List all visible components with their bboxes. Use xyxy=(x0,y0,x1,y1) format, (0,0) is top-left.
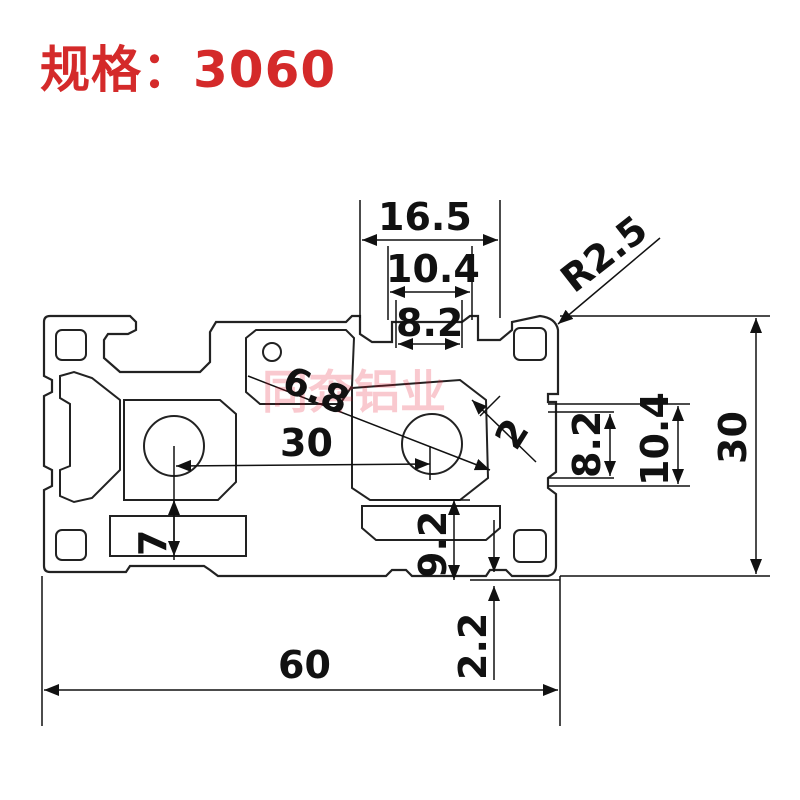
spec-title: 规格：3060 xyxy=(40,41,337,99)
center-bore-right xyxy=(401,413,463,475)
dim-flange-thickness: 2.2 xyxy=(451,613,495,680)
corner-hole-bl xyxy=(55,529,87,561)
dim-height: 30 xyxy=(711,411,755,464)
left-open-pocket xyxy=(59,370,121,504)
dim-slot-depth: 9.2 xyxy=(411,511,455,578)
dimension-lines xyxy=(41,200,770,726)
dim-side-slot-inner: 8.2 xyxy=(565,411,609,478)
dim-width: 60 xyxy=(278,643,331,687)
corner-hole-tl xyxy=(55,329,87,361)
dim-center-distance: 30 xyxy=(280,421,333,465)
dim-slot-opening-outer: 16.5 xyxy=(378,195,472,239)
dim-slot-opening-inner: 8.2 xyxy=(396,301,463,345)
dim-slot-opening-mid: 10.4 xyxy=(386,247,480,291)
dim-side-slot-mid: 10.4 xyxy=(633,392,677,486)
corner-hole-br xyxy=(513,529,547,563)
small-drill-hole xyxy=(262,342,282,362)
corner-hole-tr xyxy=(513,327,547,361)
bottom-slot-right xyxy=(361,505,501,541)
watermark-text: 同奔铝业 xyxy=(262,365,446,419)
dim-rib-height: 7 xyxy=(131,530,175,556)
